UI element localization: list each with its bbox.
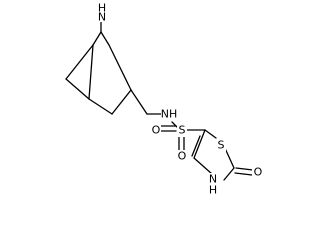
label-background [150,124,161,137]
bond [130,89,148,115]
bond [234,172,253,176]
label-background [161,108,177,121]
bridge-nitrogen-label: N [98,11,106,24]
label-background [207,173,219,197]
ring-nitrogen-label: N [209,173,217,186]
bond [193,157,213,175]
bond [191,135,201,157]
ring-sulfur-label: S [218,139,225,152]
bond [65,44,94,80]
bond [92,31,102,46]
structure-canvas: H N NH S O O S N H O [65,2,264,197]
sulfonamide-thiazolone-bonds [146,113,254,181]
bond [193,129,206,159]
sulfonyl-oxygen-label: O [152,124,161,137]
label-background [216,139,226,152]
bicyclic-ring-bonds [65,21,148,115]
bridge-hydrogen-label: H [98,2,106,15]
label-background [177,124,187,137]
bond [88,44,94,100]
bond [65,78,90,100]
bond [108,44,132,91]
bond [204,129,217,139]
label-background [252,166,264,179]
bond [223,167,235,181]
bond [88,98,113,115]
label-background [176,150,187,163]
carbonyl-oxygen-label: O [254,166,263,179]
atom-labels: H N NH S O O S N H O [96,2,264,197]
bond [235,167,254,171]
sulfonyl-oxygen-label: O [178,150,187,163]
bond [111,89,132,115]
molecule-diagram: H N NH S O O S N H O [65,2,264,197]
sulfonyl-sulfur-label: S [179,124,186,137]
label-background [96,6,108,22]
ring-hydrogen-label: H [209,184,217,197]
sulfonamide-nh-label: NH [161,108,178,121]
bond [100,31,110,46]
